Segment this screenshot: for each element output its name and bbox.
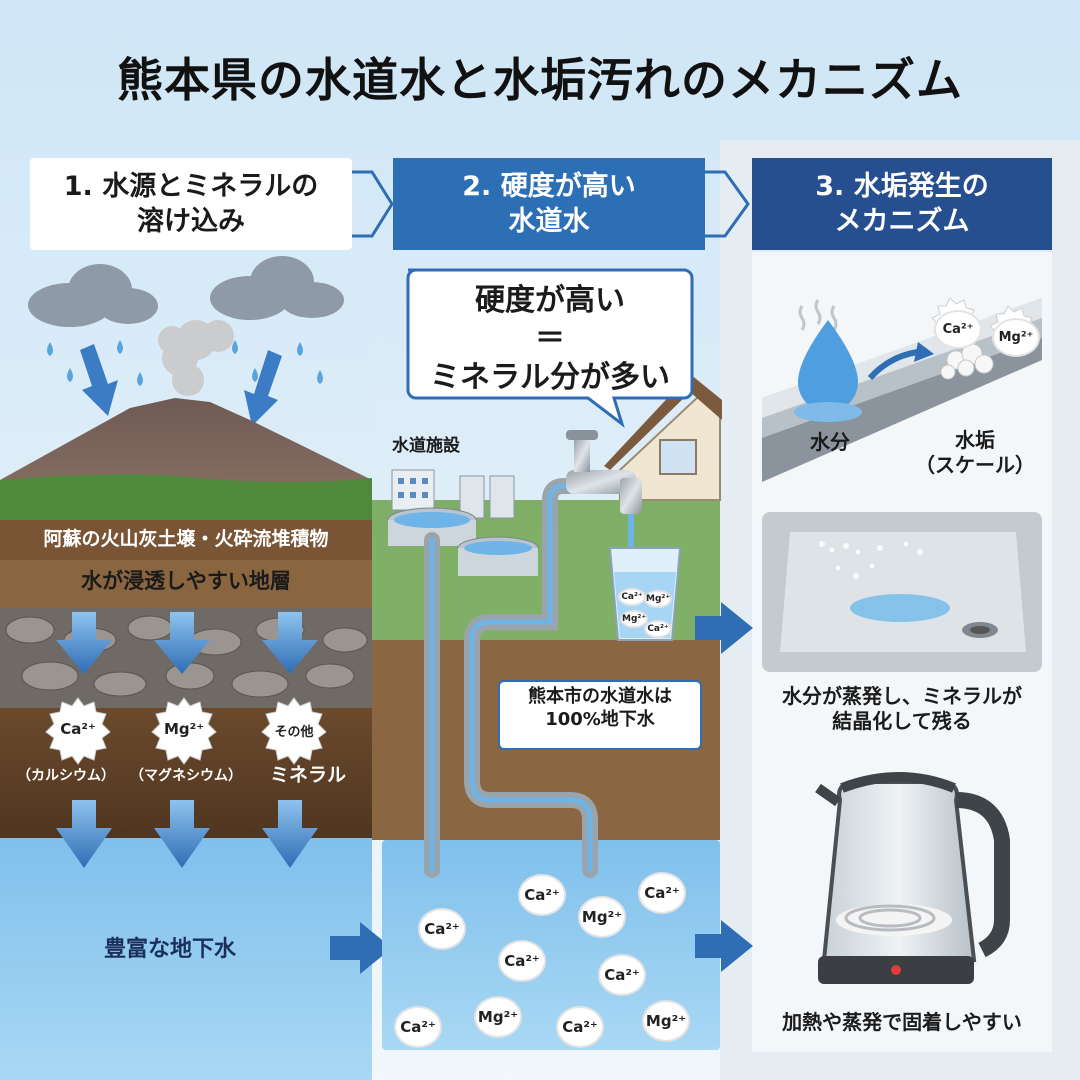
step-3-header: 3. 水垢発生の メカニズム: [752, 158, 1052, 250]
water-facility: [387, 469, 539, 576]
water-ion: Mg²⁺: [580, 898, 624, 936]
glass-ion: Ca²⁺: [620, 590, 644, 604]
glass-ion: Mg²⁺: [622, 612, 647, 626]
speech-bubble: [406, 268, 694, 429]
scale-ion: Ca²⁺: [936, 312, 980, 347]
page-title: 熊本県の水道水と水垢汚れのメカニズム: [117, 53, 963, 107]
step-arrows: [352, 170, 750, 238]
glass-ion: Ca²⁺: [646, 622, 670, 636]
scale-ion: Mg²⁺: [994, 320, 1038, 355]
step-1-header: 1. 水源とミネラルの 溶け込み: [30, 158, 352, 250]
drop-label: 水分: [810, 430, 850, 454]
groundwater-label: 豊富な地下水: [103, 937, 236, 962]
scale-label: 水垢 （スケール）: [915, 428, 1035, 477]
water-ion: Ca²⁺: [520, 876, 564, 914]
water-drop-icon: [798, 320, 858, 412]
water-ion: Ca²⁺: [396, 1008, 440, 1046]
kettle-icon: [815, 772, 1010, 984]
source-note: 熊本市の水道水は 100%地下水: [498, 680, 702, 750]
soil-label: 阿蘇の火山灰土壌・火砕流堆積物: [43, 528, 329, 550]
water-ion: Ca²⁺: [640, 874, 684, 912]
sink-caption: 水分が蒸発し、ミネラルが 結晶化して残る: [782, 684, 1022, 733]
water-ion: Mg²⁺: [476, 998, 520, 1036]
water-ion: Ca²⁺: [600, 956, 644, 994]
water-ion: Ca²⁺: [500, 942, 544, 980]
ion-caption-magnesium: （マグネシウム）: [130, 768, 242, 784]
sink: [762, 512, 1042, 672]
kettle-caption: 加熱や蒸発で固着しやすい: [782, 1010, 1022, 1034]
ion-badge-mg: Mg²⁺: [164, 720, 205, 738]
layer-label: 水が浸透しやすい地層: [81, 569, 291, 593]
glass-ion: Mg²⁺: [646, 592, 671, 606]
faucet-icon: [566, 430, 642, 548]
facility-label: 水道施設: [392, 436, 460, 456]
water-ion: Ca²⁺: [420, 910, 464, 948]
hardness-bubble-text: 硬度が高い ＝ ミネラル分が多い: [430, 283, 670, 395]
step-2-header: 2. 硬度が高い 水道水: [393, 158, 705, 250]
ion-caption-calcium: （カルシウム）: [17, 768, 115, 784]
ion-badge-other: その他: [274, 725, 314, 740]
water-ion: Ca²⁺: [558, 1008, 602, 1046]
ion-caption-mineral: ミネラル: [269, 764, 346, 786]
water-ion: Mg²⁺: [644, 1002, 688, 1040]
cloud-icon: [28, 256, 344, 327]
ion-badge-ca: Ca²⁺: [60, 720, 96, 738]
